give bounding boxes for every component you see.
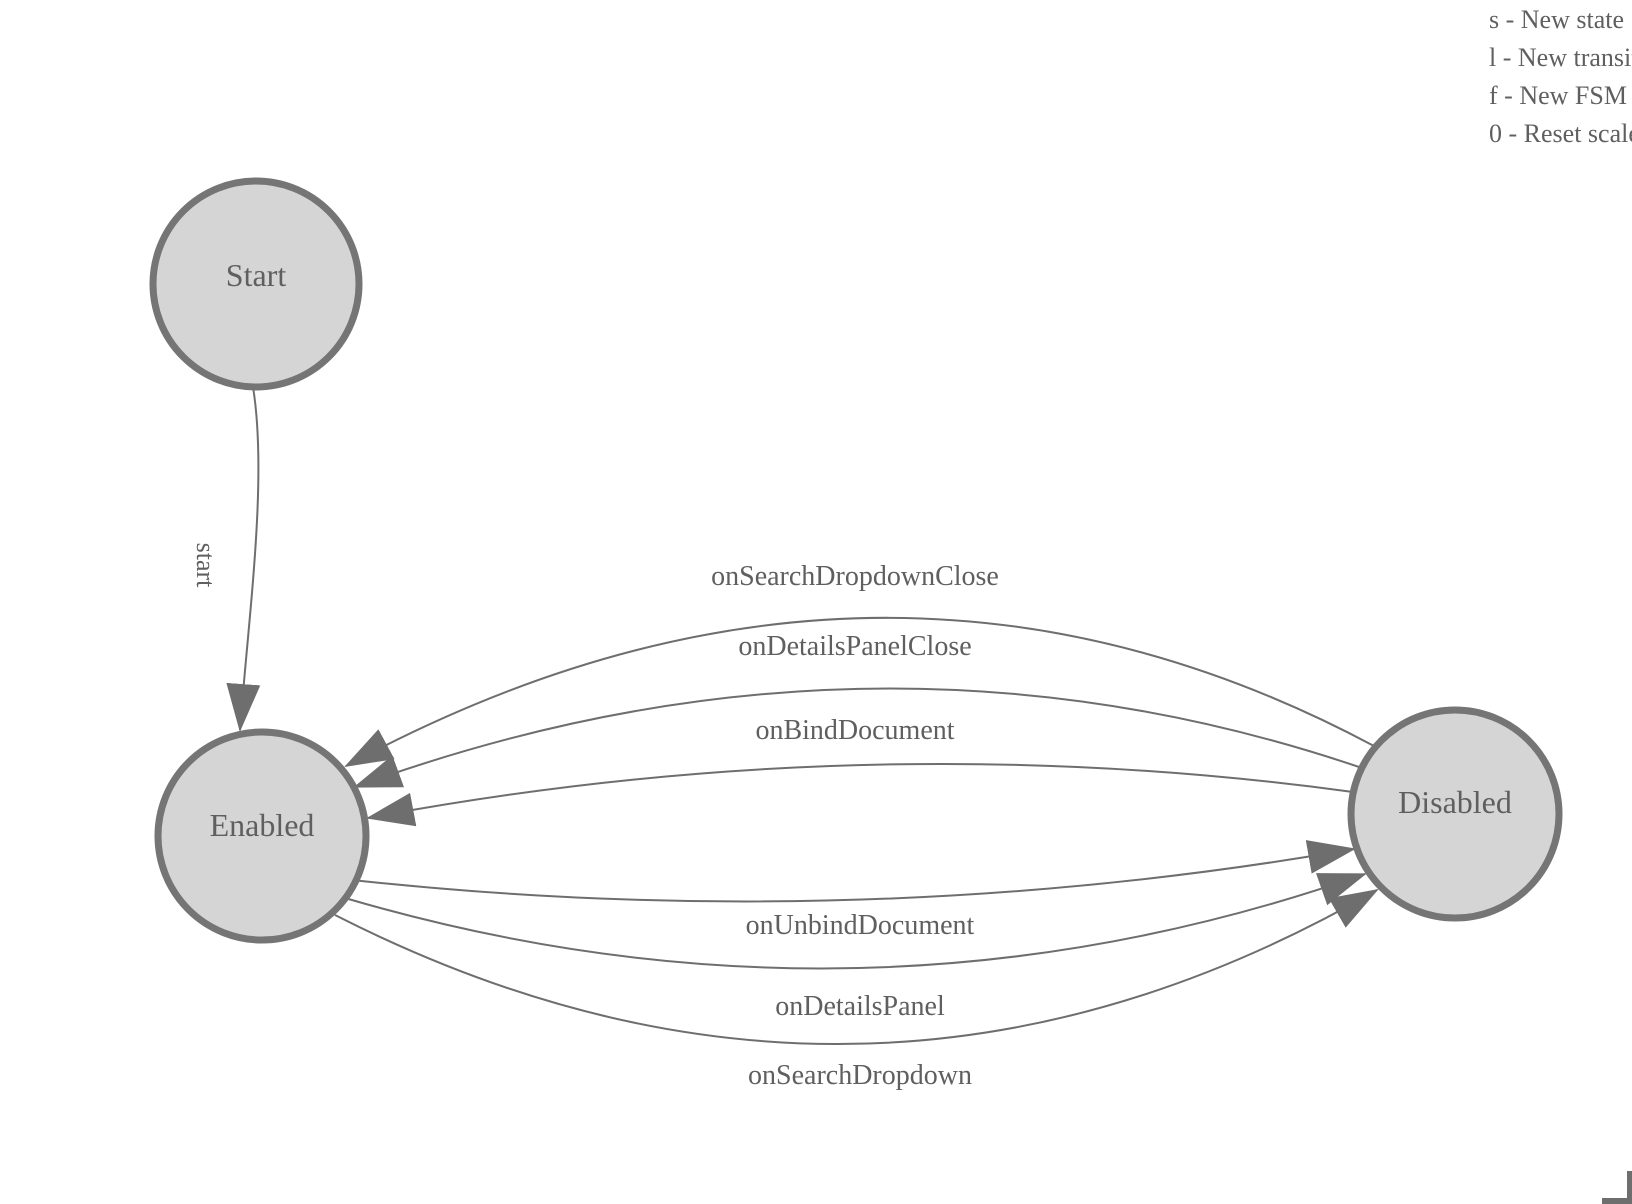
transition-edge-start[interactable] <box>226 386 261 732</box>
state-circle-enabled[interactable] <box>154 728 370 944</box>
transition-edge-onUnbindDocument[interactable] <box>351 840 1356 903</box>
state-label-disabled: Disabled <box>1398 784 1512 820</box>
legend-line-new-transition: l - New transition <box>1489 43 1632 72</box>
state-circle-start[interactable] <box>149 177 363 391</box>
state-node-start[interactable]: Start <box>149 177 363 391</box>
transition-edge-onDetailsPanel[interactable] <box>344 873 1367 970</box>
transition-label-start: start <box>191 543 220 589</box>
transition-label-onUnbindDocument: onUnbindDocument <box>746 910 975 941</box>
state-circle-disabled[interactable] <box>1347 706 1563 922</box>
offscreen-corner-marker <box>1602 1171 1632 1204</box>
state-label-start: Start <box>226 257 287 293</box>
state-node-disabled[interactable]: Disabled <box>1347 706 1563 922</box>
transition-label-onDetailsPanelClose: onDetailsPanelClose <box>738 631 971 662</box>
legend-line-new-fsm: f - New FSM <box>1489 81 1627 110</box>
state-label-enabled: Enabled <box>210 807 315 843</box>
transition-label-onBindDocument: onBindDocument <box>755 715 954 746</box>
legend-line-new-state: s - New state <box>1489 5 1625 34</box>
transition-edge-onSearchDropdown[interactable] <box>334 889 1379 1045</box>
shortcut-legend: s - New state l - New transition f - New… <box>1489 1 1632 153</box>
transition-label-onSearchDropdownClose: onSearchDropdownClose <box>711 561 999 592</box>
legend-line-reset-scale: 0 - Reset scale <box>1489 119 1632 148</box>
transition-edge-onDetailsPanelClose[interactable] <box>353 687 1363 788</box>
transition-label-onDetailsPanel: onDetailsPanel <box>775 991 945 1022</box>
transition-edge-onSearchDropdownClose[interactable] <box>344 616 1375 767</box>
state-node-enabled[interactable]: Enabled <box>154 728 370 944</box>
transition-edge-onBindDocument[interactable] <box>366 762 1354 827</box>
transition-label-onSearchDropdown: onSearchDropdown <box>748 1060 972 1091</box>
